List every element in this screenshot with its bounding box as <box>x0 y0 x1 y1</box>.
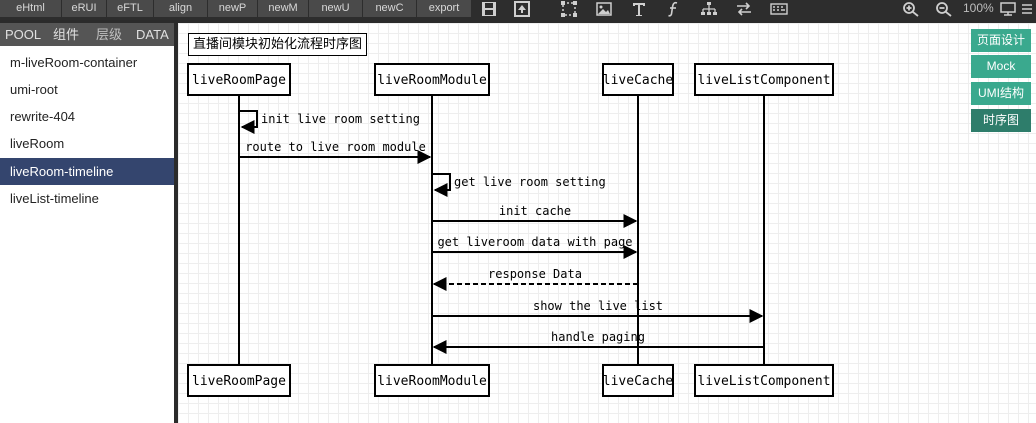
diagram-title: 直播间模块初始化流程时序图 <box>188 33 368 56</box>
sidebar-item-rewrite-404[interactable]: rewrite-404 <box>10 109 76 124</box>
tab-components[interactable]: 组件 <box>53 27 80 42</box>
participant-box-livecache <box>602 364 674 397</box>
sidebar-item-m-liveroom-container[interactable]: m-liveRoom-container <box>10 55 138 70</box>
sidebar-item-liveroom[interactable]: liveRoom <box>10 136 65 151</box>
monitor-icon[interactable] <box>999 1 1017 17</box>
message-label: init cache <box>499 204 571 218</box>
sidebar-tabs: POOL 组件 层级 DATA <box>0 23 174 46</box>
save-icon[interactable] <box>480 1 498 17</box>
function-icon[interactable] <box>665 1 683 17</box>
panel-divider[interactable] <box>174 23 178 423</box>
participant-box-liveroompage <box>187 63 291 96</box>
swap-icon[interactable] <box>735 1 753 17</box>
participant-label-livecache: liveCache <box>603 73 674 88</box>
sidebar-item-umi-root[interactable]: umi-root <box>10 82 58 97</box>
umi-structure-button[interactable]: UMI结构 <box>971 82 1031 105</box>
text-icon[interactable] <box>630 1 648 17</box>
select-frame-icon[interactable] <box>560 1 578 17</box>
participant-label-liveroommodule: liveRoomModule <box>377 73 487 88</box>
mock-button[interactable]: Mock <box>971 55 1031 78</box>
keyboard-icon[interactable] <box>770 1 788 17</box>
newm-button[interactable]: newM <box>258 0 309 17</box>
tab-hierarchy[interactable]: 层级 <box>96 27 123 42</box>
sidebar: POOL 组件 层级 DATA m-liveRoom-container umi… <box>0 23 174 423</box>
erui-button[interactable]: eRUI <box>62 0 107 17</box>
sequence-diagram: liveRoomPage liveRoomPage liveRoomModule li… <box>187 63 834 397</box>
participant-label-liveroompage: liveRoomPage <box>192 73 286 88</box>
tab-data[interactable]: DATA <box>136 27 169 42</box>
ehtml-button[interactable]: eHtml <box>0 0 62 17</box>
message-label: route to live room module <box>245 140 426 154</box>
self-message-arrow <box>432 173 451 197</box>
participant-box-liveroompage <box>187 364 291 397</box>
participant-box-liveroommodule <box>374 364 490 397</box>
message-label: handle paging <box>551 330 645 344</box>
zoom-level: 100% <box>963 1 994 15</box>
participant-box-liveroommodule <box>374 63 490 96</box>
participant-label-livelistcomponent: liveListComponent <box>697 73 830 88</box>
top-toolbar: eHtml eRUI eFTL align newP newM newU new… <box>0 0 1036 20</box>
participant-box-livelistcomponent <box>694 63 834 96</box>
participant-label-livecache: liveCache <box>603 374 674 389</box>
sidebar-item-livelist-timeline[interactable]: liveList-timeline <box>10 191 99 206</box>
newu-button[interactable]: newU <box>309 0 363 17</box>
zoom-out-icon[interactable] <box>935 1 953 17</box>
participant-box-livelistcomponent <box>694 364 834 397</box>
hierarchy-icon[interactable] <box>700 1 718 17</box>
message-label: response Data <box>488 267 582 281</box>
message-label: get liveroom data with page <box>437 235 632 249</box>
message-label: show the live list <box>533 299 663 313</box>
image-icon[interactable] <box>595 1 613 17</box>
sequence-diagram-button[interactable]: 时序图 <box>971 109 1031 132</box>
newc-button[interactable]: newC <box>363 0 417 17</box>
tab-pool[interactable]: POOL <box>5 27 42 42</box>
eftl-button[interactable]: eFTL <box>107 0 154 17</box>
menu-icon[interactable] <box>1020 1 1034 17</box>
message-label: get live room setting <box>454 175 606 189</box>
zoom-in-icon[interactable] <box>902 1 920 17</box>
upload-icon[interactable] <box>513 1 531 17</box>
participant-label-liveroommodule: liveRoomModule <box>377 374 487 389</box>
sidebar-item-liveroom-timeline[interactable]: liveRoom-timeline <box>0 158 174 185</box>
self-message-arrow <box>239 110 258 134</box>
message-label: init live room setting <box>261 112 420 126</box>
participant-box-livecache <box>602 63 674 96</box>
newp-button[interactable]: newP <box>208 0 258 17</box>
participant-label-livelistcomponent: liveListComponent <box>697 374 830 389</box>
align-button[interactable]: align <box>154 0 208 17</box>
participant-label-liveroompage: liveRoomPage <box>192 374 286 389</box>
export-button[interactable]: export <box>417 0 472 17</box>
page-design-button[interactable]: 页面设计 <box>971 29 1031 52</box>
